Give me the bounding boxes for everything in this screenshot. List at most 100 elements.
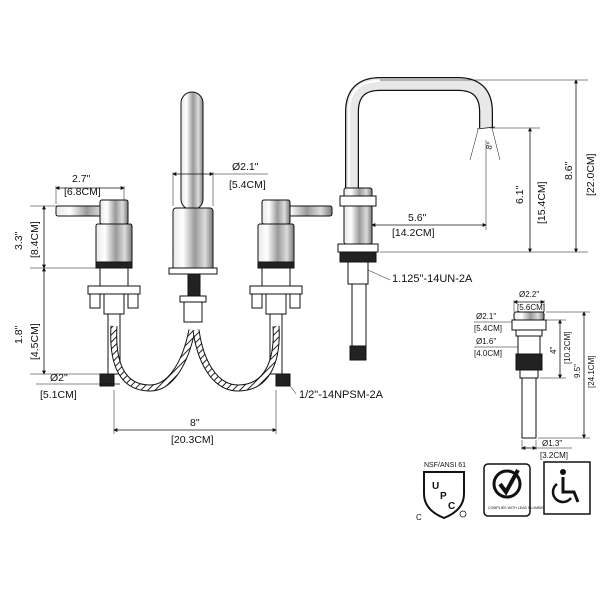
drain-washer	[515, 329, 543, 337]
spout-tube	[180, 91, 204, 211]
side-shank	[347, 261, 369, 285]
right-mount-bolt-r	[289, 293, 301, 309]
drain-assembly: Ø2.2" [5.6CM] Ø2.1" [5.4CM] Ø1.6" [4.0CM…	[474, 290, 596, 460]
upc-letter-u: U	[432, 481, 439, 492]
drain-tailpiece	[521, 377, 537, 439]
spout-body	[172, 207, 214, 274]
right-valve-stem	[265, 293, 287, 315]
drain-body-height-cm: [10.2CM]	[563, 332, 572, 364]
drain-flange-dia-cm: [5.4CM]	[474, 324, 502, 333]
drain-tail-dia-cm: [3.2CM]	[540, 451, 568, 460]
upc-letter-p: P	[440, 491, 447, 502]
registered-mark	[459, 510, 467, 518]
lead-free-check-icon: COMPLIES WITH LEAD PLUMBING LAWS	[483, 463, 559, 517]
c-mark: C	[416, 513, 422, 522]
dim-overall-height-in: 8.6"	[563, 161, 575, 180]
accessible-frame	[543, 461, 591, 515]
drain-flange-dia-in: Ø2.1"	[476, 312, 496, 321]
left-mount-plate	[87, 285, 141, 295]
accessible-body	[561, 477, 580, 503]
certification-badges: NSF/ANSI 61 U P C C COMPLIES WITH LEAD P…	[416, 461, 591, 522]
dim-spread-cm: [20.3CM]	[171, 434, 214, 446]
drain-tail-dia-in: Ø1.3"	[542, 439, 562, 448]
accessible-wheel	[551, 483, 572, 504]
right-shank	[261, 267, 291, 287]
drain-total-height-cm: [24.1CM]	[587, 356, 596, 388]
spout-shank	[187, 273, 201, 297]
dim-shank-height-cm: [4.5CM]	[29, 323, 41, 360]
left-valve-body	[95, 223, 133, 269]
front-view: 2.7" [6.8CM] Ø2.1" [5.4CM] 3.3" [8.4CM] …	[13, 91, 384, 446]
angle-line	[491, 127, 501, 161]
left-shank	[99, 267, 129, 287]
drain-body	[517, 335, 541, 355]
dim-spout-reach-in: 5.6"	[408, 212, 427, 224]
dim-spout-height-in: 6.1"	[514, 185, 526, 204]
angle-line	[469, 129, 479, 161]
drain-nut	[515, 353, 543, 371]
left-handle-assembly	[55, 199, 141, 387]
right-lever-hub	[261, 199, 291, 225]
side-base-ring	[337, 243, 379, 253]
gooseneck-outline	[345, 77, 493, 190]
dim-spread-in: 8"	[190, 417, 200, 429]
left-base-ring	[95, 261, 133, 269]
dim-spout-height-cm: [15.4CM]	[536, 181, 548, 224]
dim-handle-width-in: 2.7"	[72, 173, 91, 185]
right-mount-plate	[249, 285, 303, 295]
left-valve-stem	[103, 293, 125, 315]
side-supply-stem	[351, 283, 367, 347]
callout-supply-thread: 1/2"-14NPSM-2A	[299, 389, 384, 401]
dim-handle-width-cm: [6.8CM]	[64, 186, 101, 198]
right-mount-bolt-l	[251, 293, 263, 309]
right-base-ring	[257, 261, 295, 269]
dim-spout-dia-in: Ø2.1"	[232, 161, 259, 173]
drain-body-dia-in: Ø1.6"	[476, 337, 496, 346]
spout-tip	[476, 126, 496, 130]
drain-body-dia-cm: [4.0CM]	[474, 349, 502, 358]
left-mount-bolt-l	[89, 293, 101, 309]
upc-shield-icon: NSF/ANSI 61 U P C C	[416, 462, 467, 522]
left-supply-nut	[99, 373, 115, 387]
upc-letter-c: C	[448, 501, 455, 512]
side-lever	[339, 195, 377, 207]
nsf-label: NSF/ANSI 61	[424, 462, 466, 469]
dim-body-height-in: 3.3"	[13, 231, 25, 250]
accessible-head	[560, 469, 566, 475]
dim-spout-dia-cm: [5.4CM]	[229, 179, 266, 191]
right-supply-nut	[275, 373, 291, 387]
right-valve-body	[257, 223, 295, 269]
left-mount-bolt-r	[127, 293, 139, 309]
side-view: 8° 5.6" [14.2CM] 6.1" [15.4CM] 8.6" [22.…	[337, 77, 597, 361]
spout-nut	[179, 295, 207, 303]
drain-total-height-in: 9.5"	[573, 364, 582, 378]
dim-base-dia-in: Ø2"	[50, 372, 68, 384]
drain-cap	[513, 311, 545, 321]
dim-body-height-cm: [8.4CM]	[29, 221, 41, 258]
drain-gasket	[519, 369, 539, 379]
drain-flange	[511, 319, 547, 331]
left-braided-hose	[111, 325, 195, 391]
side-supply-nut	[349, 345, 367, 361]
callout-spout-thread: 1.125"-14UN-2A	[392, 273, 473, 285]
spout-base-ring	[168, 267, 218, 275]
dim-spout-reach-cm: [14.2CM]	[392, 227, 435, 239]
callout-supply-leader	[285, 379, 297, 395]
drain-top-dia-in: Ø2.2"	[519, 290, 539, 299]
gooseneck-highlight	[348, 80, 381, 190]
drain-body-height-in: 4"	[549, 347, 558, 354]
lead-free-text: COMPLIES WITH LEAD PLUMBING LAWS	[488, 506, 559, 510]
drain-top-dia-cm: [5.6CM]	[517, 303, 545, 312]
left-lever-hub	[99, 199, 129, 225]
callout-spout-leader	[367, 269, 391, 281]
dim-shank-height-in: 1.8"	[13, 325, 25, 344]
spout-angle: 8°	[484, 141, 495, 151]
shield-outline	[423, 471, 465, 520]
right-handle-assembly	[249, 199, 333, 387]
check-mark	[498, 469, 520, 496]
right-braided-hose	[193, 325, 279, 391]
wheelchair-accessible-icon	[543, 461, 591, 515]
dim-base-dia-cm: [5.1CM]	[40, 389, 77, 401]
